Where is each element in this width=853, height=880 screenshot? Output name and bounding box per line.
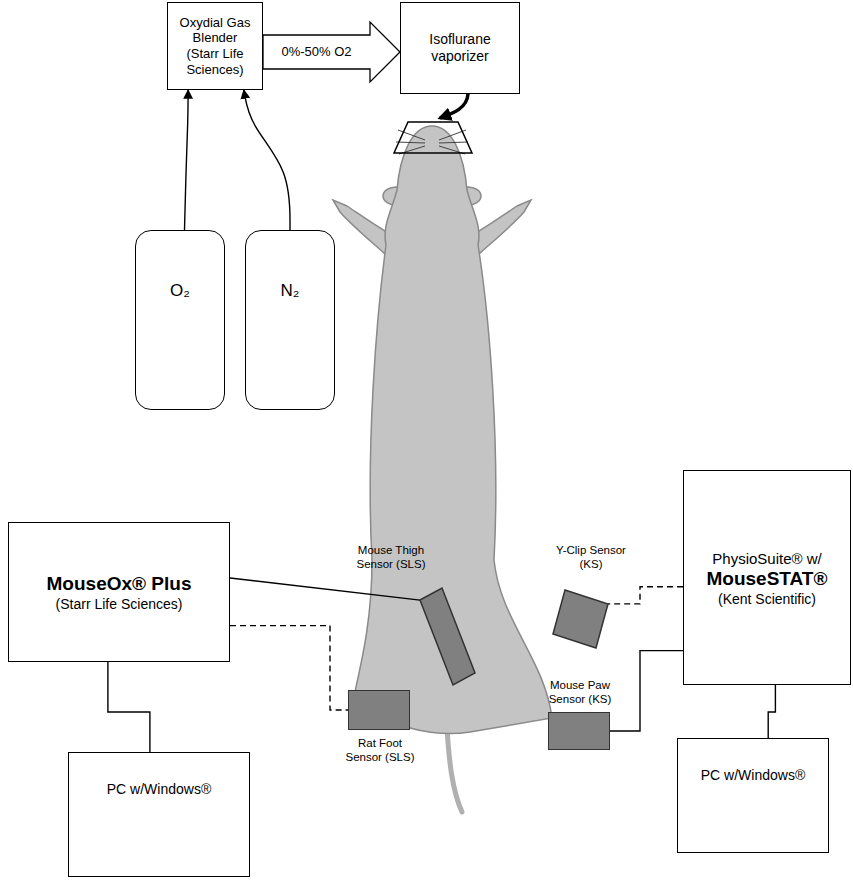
device-box: PC w/Windows® [677,738,829,853]
device-box: MouseOx® Plus(Starr Life Sciences) [8,522,230,662]
box-text: MouseSTAT® [707,568,828,591]
box-text: MouseOx® Plus [47,573,192,596]
cable-line [185,90,189,230]
sensor-label: Mouse Paw Sensor (KS) [545,679,615,707]
sensor-label: Mouse Thigh Sensor (SLS) [354,544,428,572]
mouse-body [333,126,552,812]
box-text: Oxydial Gas Blender [173,15,257,46]
cable-line [610,651,683,731]
sensor-outline [553,590,608,648]
box-text: PhysioSuite® w/ [712,550,821,568]
sensor-block: Mouse Paw Sensor (KS) [548,712,610,750]
sensor-block: Y-Clip Sensor (KS) [553,590,608,648]
cable-line [244,90,290,230]
sensor-outline [420,588,475,685]
box-text: Isoflurane vaporizer [406,31,514,65]
box-text: N₂ [281,281,300,301]
gas-flow-arrow [440,94,468,118]
flow-label: 0%-50% O2 [279,44,353,60]
device-box: PhysioSuite® w/MouseSTAT®(Kent Scientifi… [683,470,851,685]
cable-line [230,578,420,600]
box-text: PC w/Windows® [107,781,211,798]
cable-line [108,662,150,752]
mouse-torso [352,126,552,734]
sensor-label: Rat Foot Sensor (SLS) [339,737,421,765]
gas-cylinder: O₂ [135,230,225,410]
gas-cylinder: N₂ [245,230,335,410]
sensor-label: Y-Clip Sensor (KS) [553,544,629,572]
nose-cone [394,122,472,153]
device-box: PC w/Windows® [68,752,250,877]
device-box: Oxydial Gas Blender(Starr Life Sciences) [167,2,263,90]
box-text: (Starr Life Sciences) [56,596,183,613]
sensor-shape [420,588,475,685]
device-box: Isoflurane vaporizer [400,2,520,94]
flow-block-arrow [263,22,400,82]
cable-line [230,626,348,710]
cable-line [768,685,775,738]
sensor-block: Rat Foot Sensor (SLS) [348,690,410,730]
box-text: O₂ [170,281,190,301]
cable-line [608,587,683,604]
mouse-tail [447,728,462,812]
sensor-block: Mouse Thigh Sensor (SLS) [420,588,475,685]
box-text: (Kent Scientific) [718,591,816,608]
sensor-shape [553,590,608,648]
box-text: PC w/Windows® [701,767,805,784]
box-text: (Starr Life Sciences) [173,46,257,77]
whiskers [396,130,468,154]
